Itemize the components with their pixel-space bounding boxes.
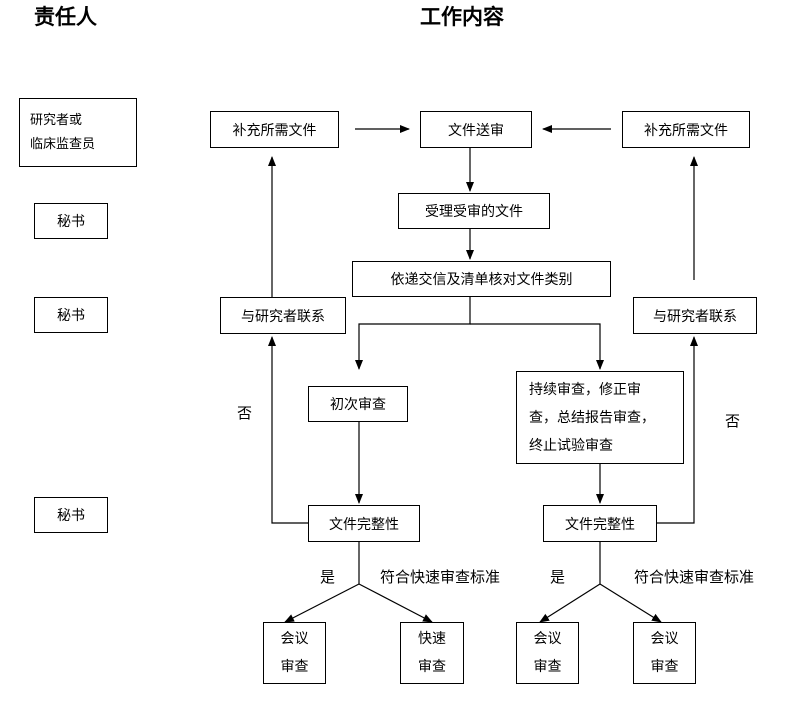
role-secretary-receive: 秘书: [34, 203, 108, 239]
box-submit: 文件送审: [420, 111, 532, 148]
arrow-check-to-initial: [355, 297, 471, 370]
arrow-completeness-left-to-contact: [268, 336, 308, 524]
box-receive-files: 受理受审的文件: [398, 193, 550, 229]
arrow-to-meeting-right-1: [539, 583, 601, 623]
box-contact-left: 与研究者联系: [220, 297, 346, 334]
arrow-check-to-continuing: [470, 323, 604, 370]
box-supplement-left: 补充所需文件: [210, 111, 339, 148]
role-secretary-check: 秘书: [34, 297, 108, 333]
label-no-right: 否: [725, 412, 741, 430]
role-researcher-monitor: 研究者或 临床监查员: [19, 98, 137, 167]
label-yes-left: 是: [320, 568, 336, 586]
label-no-left: 否: [237, 404, 253, 422]
role-secretary-completeness: 秘书: [34, 497, 108, 533]
column-heading-work: 工作内容: [420, 4, 504, 29]
box-meeting-review-right-2: 会议 审查: [633, 622, 696, 684]
box-completeness-left: 文件完整性: [308, 505, 420, 542]
box-contact-right: 与研究者联系: [633, 297, 757, 334]
column-heading-responsible: 责任人: [34, 4, 97, 29]
box-meeting-review-right-1: 会议 审查: [516, 622, 579, 684]
arrow-to-meeting-left: [284, 583, 360, 623]
arrow-completeness-right-to-contact: [657, 336, 698, 524]
arrow-to-meeting-right-2: [599, 583, 662, 623]
box-fast-review-left: 快速 审查: [400, 622, 464, 684]
label-yes-right: 是: [550, 568, 566, 586]
label-fast-criteria-left: 符合快速审查标准: [380, 568, 501, 586]
box-continuing-review: 持续审查，修正审 查，总结报告审查， 终止试验审查: [516, 371, 684, 464]
arrow-to-fast-left: [358, 583, 433, 623]
box-initial-review: 初次审查: [308, 386, 408, 422]
box-supplement-right: 补充所需文件: [622, 111, 750, 148]
box-meeting-review-left: 会议 审查: [263, 622, 326, 684]
box-check-category: 依递交信及清单核对文件类别: [352, 261, 611, 297]
box-completeness-right: 文件完整性: [543, 505, 657, 542]
label-fast-criteria-right: 符合快速审查标准: [634, 568, 755, 586]
